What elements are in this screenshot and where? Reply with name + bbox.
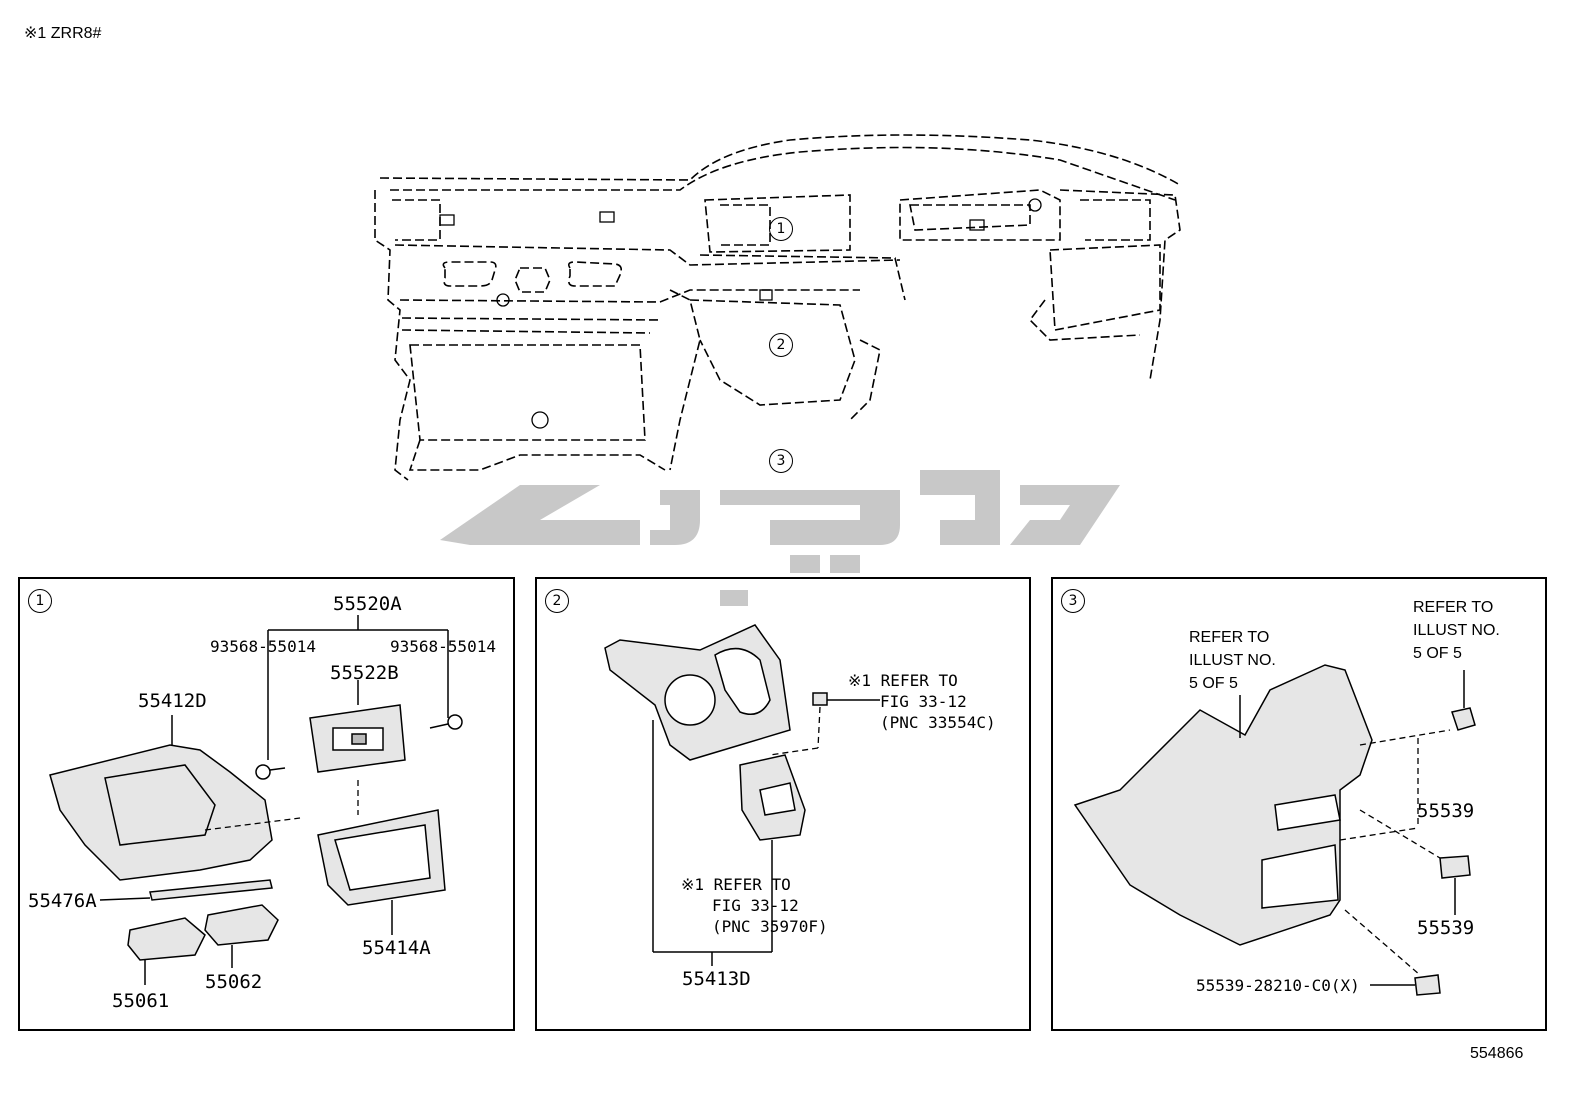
ref-fig-33-12-lower-line3: (PNC 35970F) (712, 917, 828, 936)
panel-3-number: 3 (1061, 589, 1085, 613)
callout-1: 1 (769, 217, 793, 241)
panel-2-number: 2 (545, 589, 569, 613)
label-55476A: 55476A (28, 890, 97, 912)
ref-fig-33-12-upper-line2: FIG 33-12 (880, 692, 967, 711)
ref-illust-5-of-5-left: REFER TO ILLUST NO. 5 OF 5 (1189, 629, 1276, 692)
panel-1-number: 1 (28, 589, 52, 613)
ref-fig-33-12-lower-line2: FIG 33-12 (712, 896, 799, 915)
label-55539-bottom: 55539 (1417, 917, 1475, 939)
ref-fig-33-12-upper-line3: (PNC 33554C) (880, 713, 996, 732)
label-93568-left: 93568-55014 (210, 637, 316, 656)
label-93568-right: 93568-55014 (390, 637, 496, 656)
label-55520A: 55520A (333, 593, 402, 615)
ref-illust-5-of-5-right: REFER TO ILLUST NO. 5 OF 5 (1413, 599, 1500, 662)
callout-2: 2 (769, 333, 793, 357)
label-55539-top: 55539 (1417, 800, 1475, 822)
panel-1 (18, 577, 515, 1031)
label-55062: 55062 (205, 971, 263, 993)
ref-fig-33-12-lower-line1: ※1 REFER TO (681, 875, 791, 894)
model-note: ※1 ZRR8# (24, 25, 102, 42)
label-55412D: 55412D (138, 690, 207, 712)
label-55522B: 55522B (330, 662, 399, 684)
label-55061: 55061 (112, 990, 170, 1012)
panel-3 (1051, 577, 1547, 1031)
label-55539-28210-C0X: 55539-28210-C0(X) (1196, 976, 1360, 995)
label-55414A: 55414A (362, 937, 431, 959)
label-55413D: 55413D (682, 968, 751, 990)
callout-3: 3 (769, 449, 793, 473)
panel-2 (535, 577, 1031, 1031)
figure-id: 554866 (1470, 1045, 1524, 1062)
ref-fig-33-12-upper-line1: ※1 REFER TO (848, 671, 958, 690)
